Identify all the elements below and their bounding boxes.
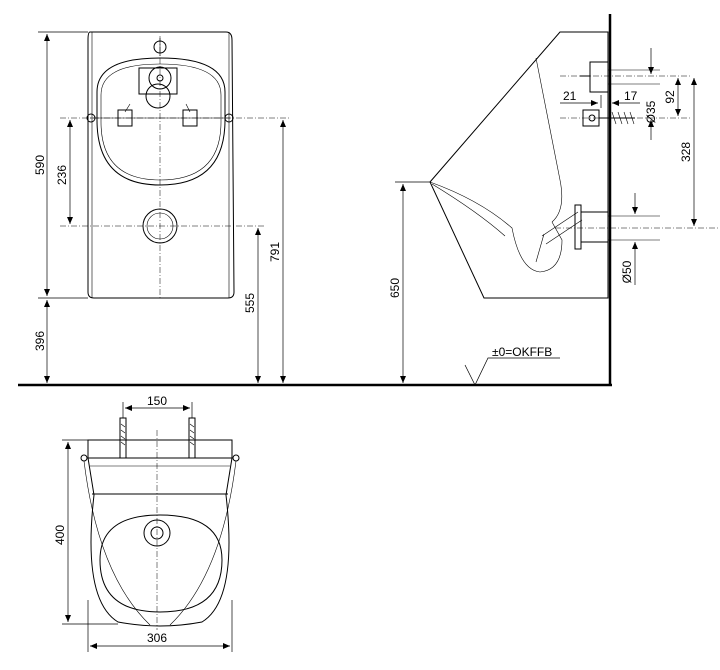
dim-400-label: 400 xyxy=(53,525,67,545)
top-body-outline xyxy=(87,439,233,627)
dim-92-label: 92 xyxy=(663,90,677,104)
dim-150-label: 150 xyxy=(147,394,167,408)
dim-21-label: 21 xyxy=(563,89,577,103)
front-bowl xyxy=(96,57,226,186)
side-dimensions: 650 21 17 Ø35 92 328 Ø50 ±0=OKFFB xyxy=(388,48,697,386)
dim-650-label: 650 xyxy=(388,278,402,298)
dim-306-label: 306 xyxy=(147,631,167,645)
dim-d50-label: Ø50 xyxy=(620,260,634,283)
front-body-outline xyxy=(87,31,235,299)
top-bowl xyxy=(99,514,223,613)
dim-328-label: 328 xyxy=(679,142,693,162)
dim-590-label: 590 xyxy=(33,155,47,175)
dim-236-label: 236 xyxy=(55,165,69,185)
floor-reference-label: ±0=OKFFB xyxy=(492,345,552,359)
dim-791-label: 791 xyxy=(268,242,282,262)
front-dimensions: 590 236 396 555 791 xyxy=(33,31,286,383)
top-view xyxy=(80,417,240,630)
top-dimensions: 150 400 306 xyxy=(53,394,233,652)
dim-17-label: 17 xyxy=(624,89,638,103)
front-view xyxy=(60,31,290,300)
side-view xyxy=(429,31,720,299)
dim-555-label: 555 xyxy=(243,293,257,313)
side-body-outline xyxy=(429,31,609,299)
dim-d35-label: Ø35 xyxy=(644,100,658,123)
dim-396-label: 396 xyxy=(33,331,47,351)
